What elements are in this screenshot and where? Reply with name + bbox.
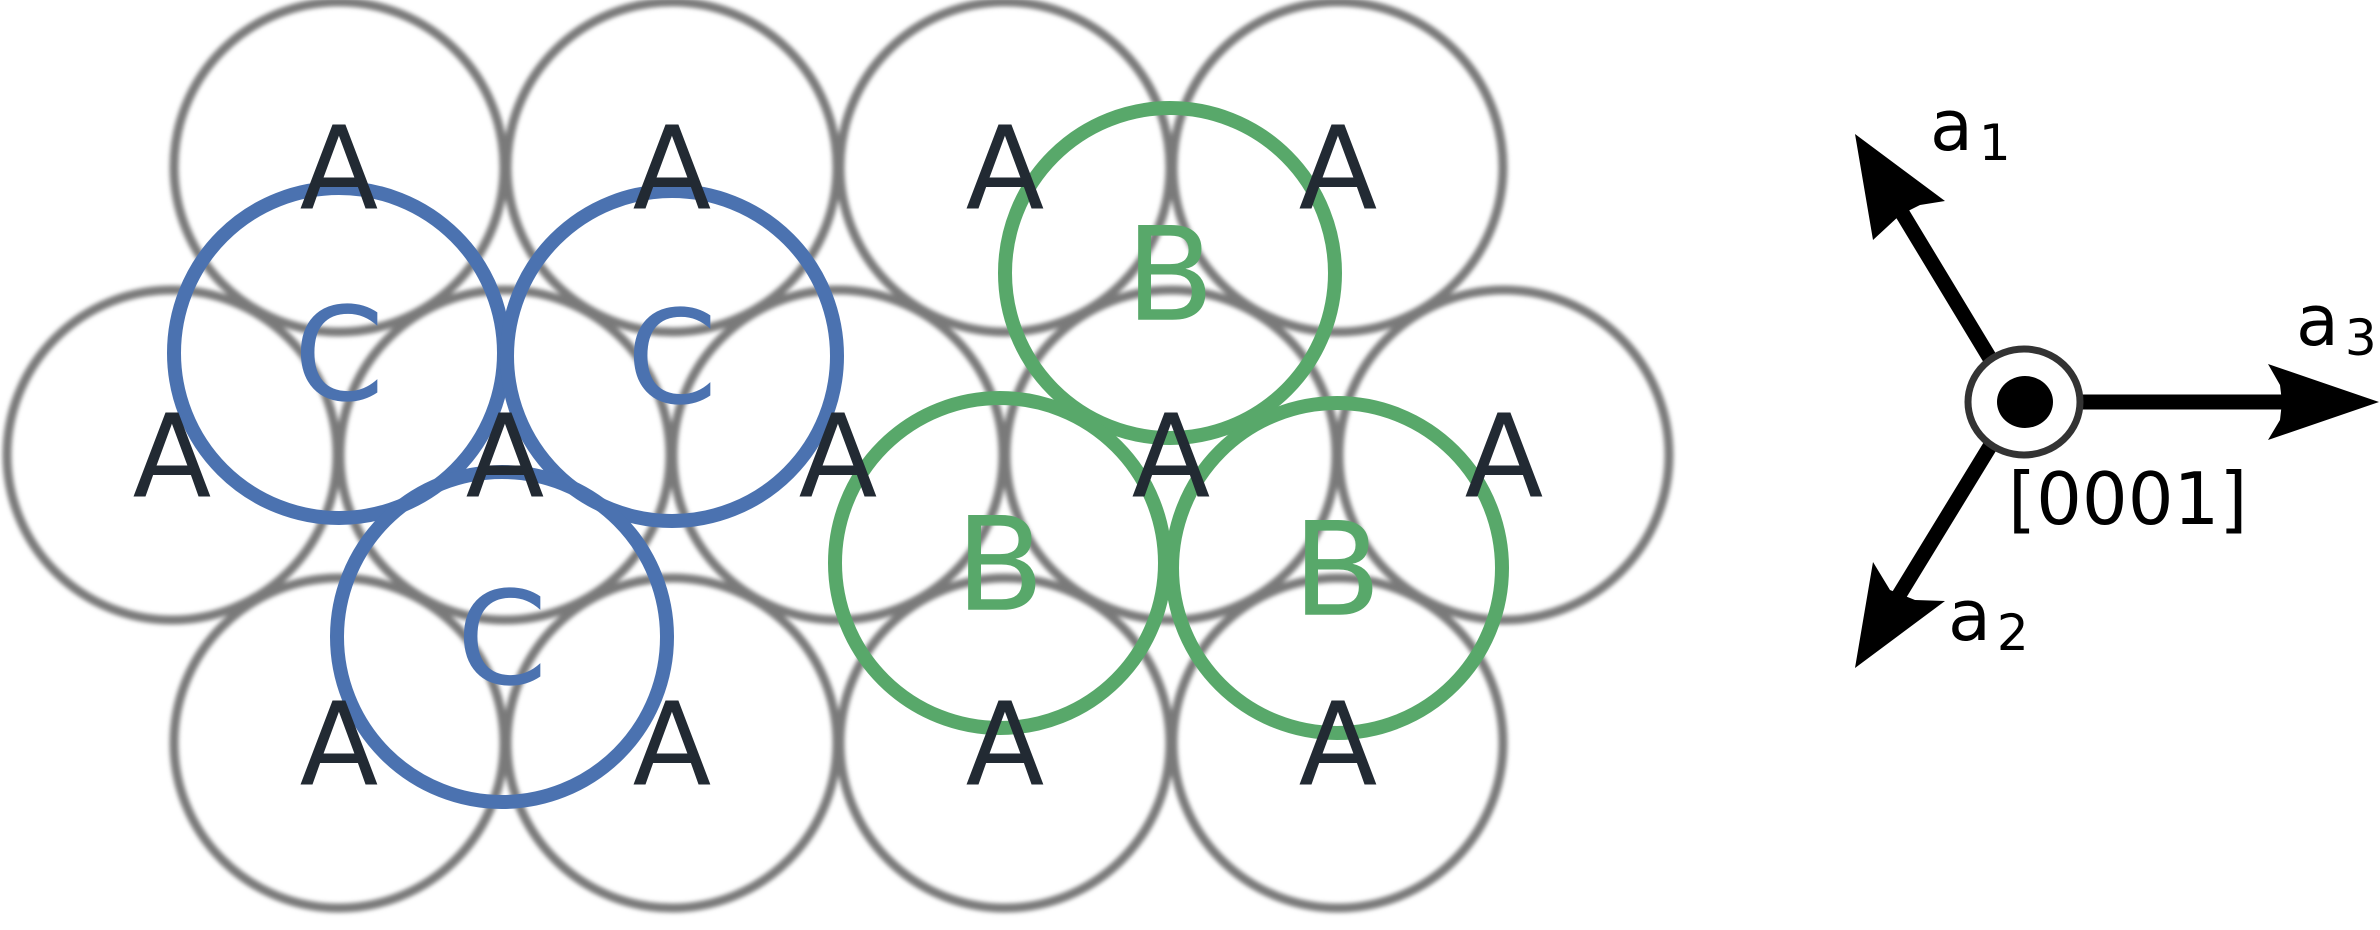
atom-label: A xyxy=(1299,102,1378,236)
atom-label: A xyxy=(633,102,712,236)
atom-circle xyxy=(1168,0,1508,337)
atom-circle xyxy=(828,391,1172,735)
atom-label: A xyxy=(1132,390,1211,524)
atom-circle xyxy=(330,465,674,809)
atom-label: A xyxy=(799,390,878,524)
atom-label: A xyxy=(300,678,379,812)
atom-label: A xyxy=(133,390,212,524)
atom-label: A xyxy=(966,102,1045,236)
a1-arrowhead-icon xyxy=(1855,134,1945,240)
atom-label: B xyxy=(1125,199,1214,351)
atom-label: A xyxy=(633,678,712,812)
a2-axis-line xyxy=(1886,426,2007,609)
atom-label: C xyxy=(294,279,385,431)
atom-label: A xyxy=(1465,390,1544,524)
atom-circle xyxy=(500,184,844,528)
layer-a-labels: A A A A A A A A A A A A A xyxy=(133,102,1544,812)
c-axis-dot xyxy=(1997,376,2053,428)
atom-label: B xyxy=(955,489,1044,641)
a2-arrowhead-icon xyxy=(1855,562,1945,668)
atom-label: A xyxy=(466,390,545,524)
atom-circle xyxy=(1334,285,1674,625)
direction-label: [0001] xyxy=(2008,457,2247,541)
atom-circle xyxy=(1168,573,1508,913)
atom-label: A xyxy=(300,102,379,236)
atom-label: A xyxy=(1299,678,1378,812)
layer-a-atoms xyxy=(2,0,1674,913)
a3-arrowhead-icon xyxy=(2268,364,2379,440)
atom-circle xyxy=(998,101,1342,445)
atom-label: B xyxy=(1292,494,1381,646)
atom-label: A xyxy=(966,678,1045,812)
atom-label: C xyxy=(627,282,718,434)
atom-circle xyxy=(1165,396,1509,740)
atom-label: C xyxy=(457,563,548,715)
a1-axis-line xyxy=(1886,194,2007,379)
